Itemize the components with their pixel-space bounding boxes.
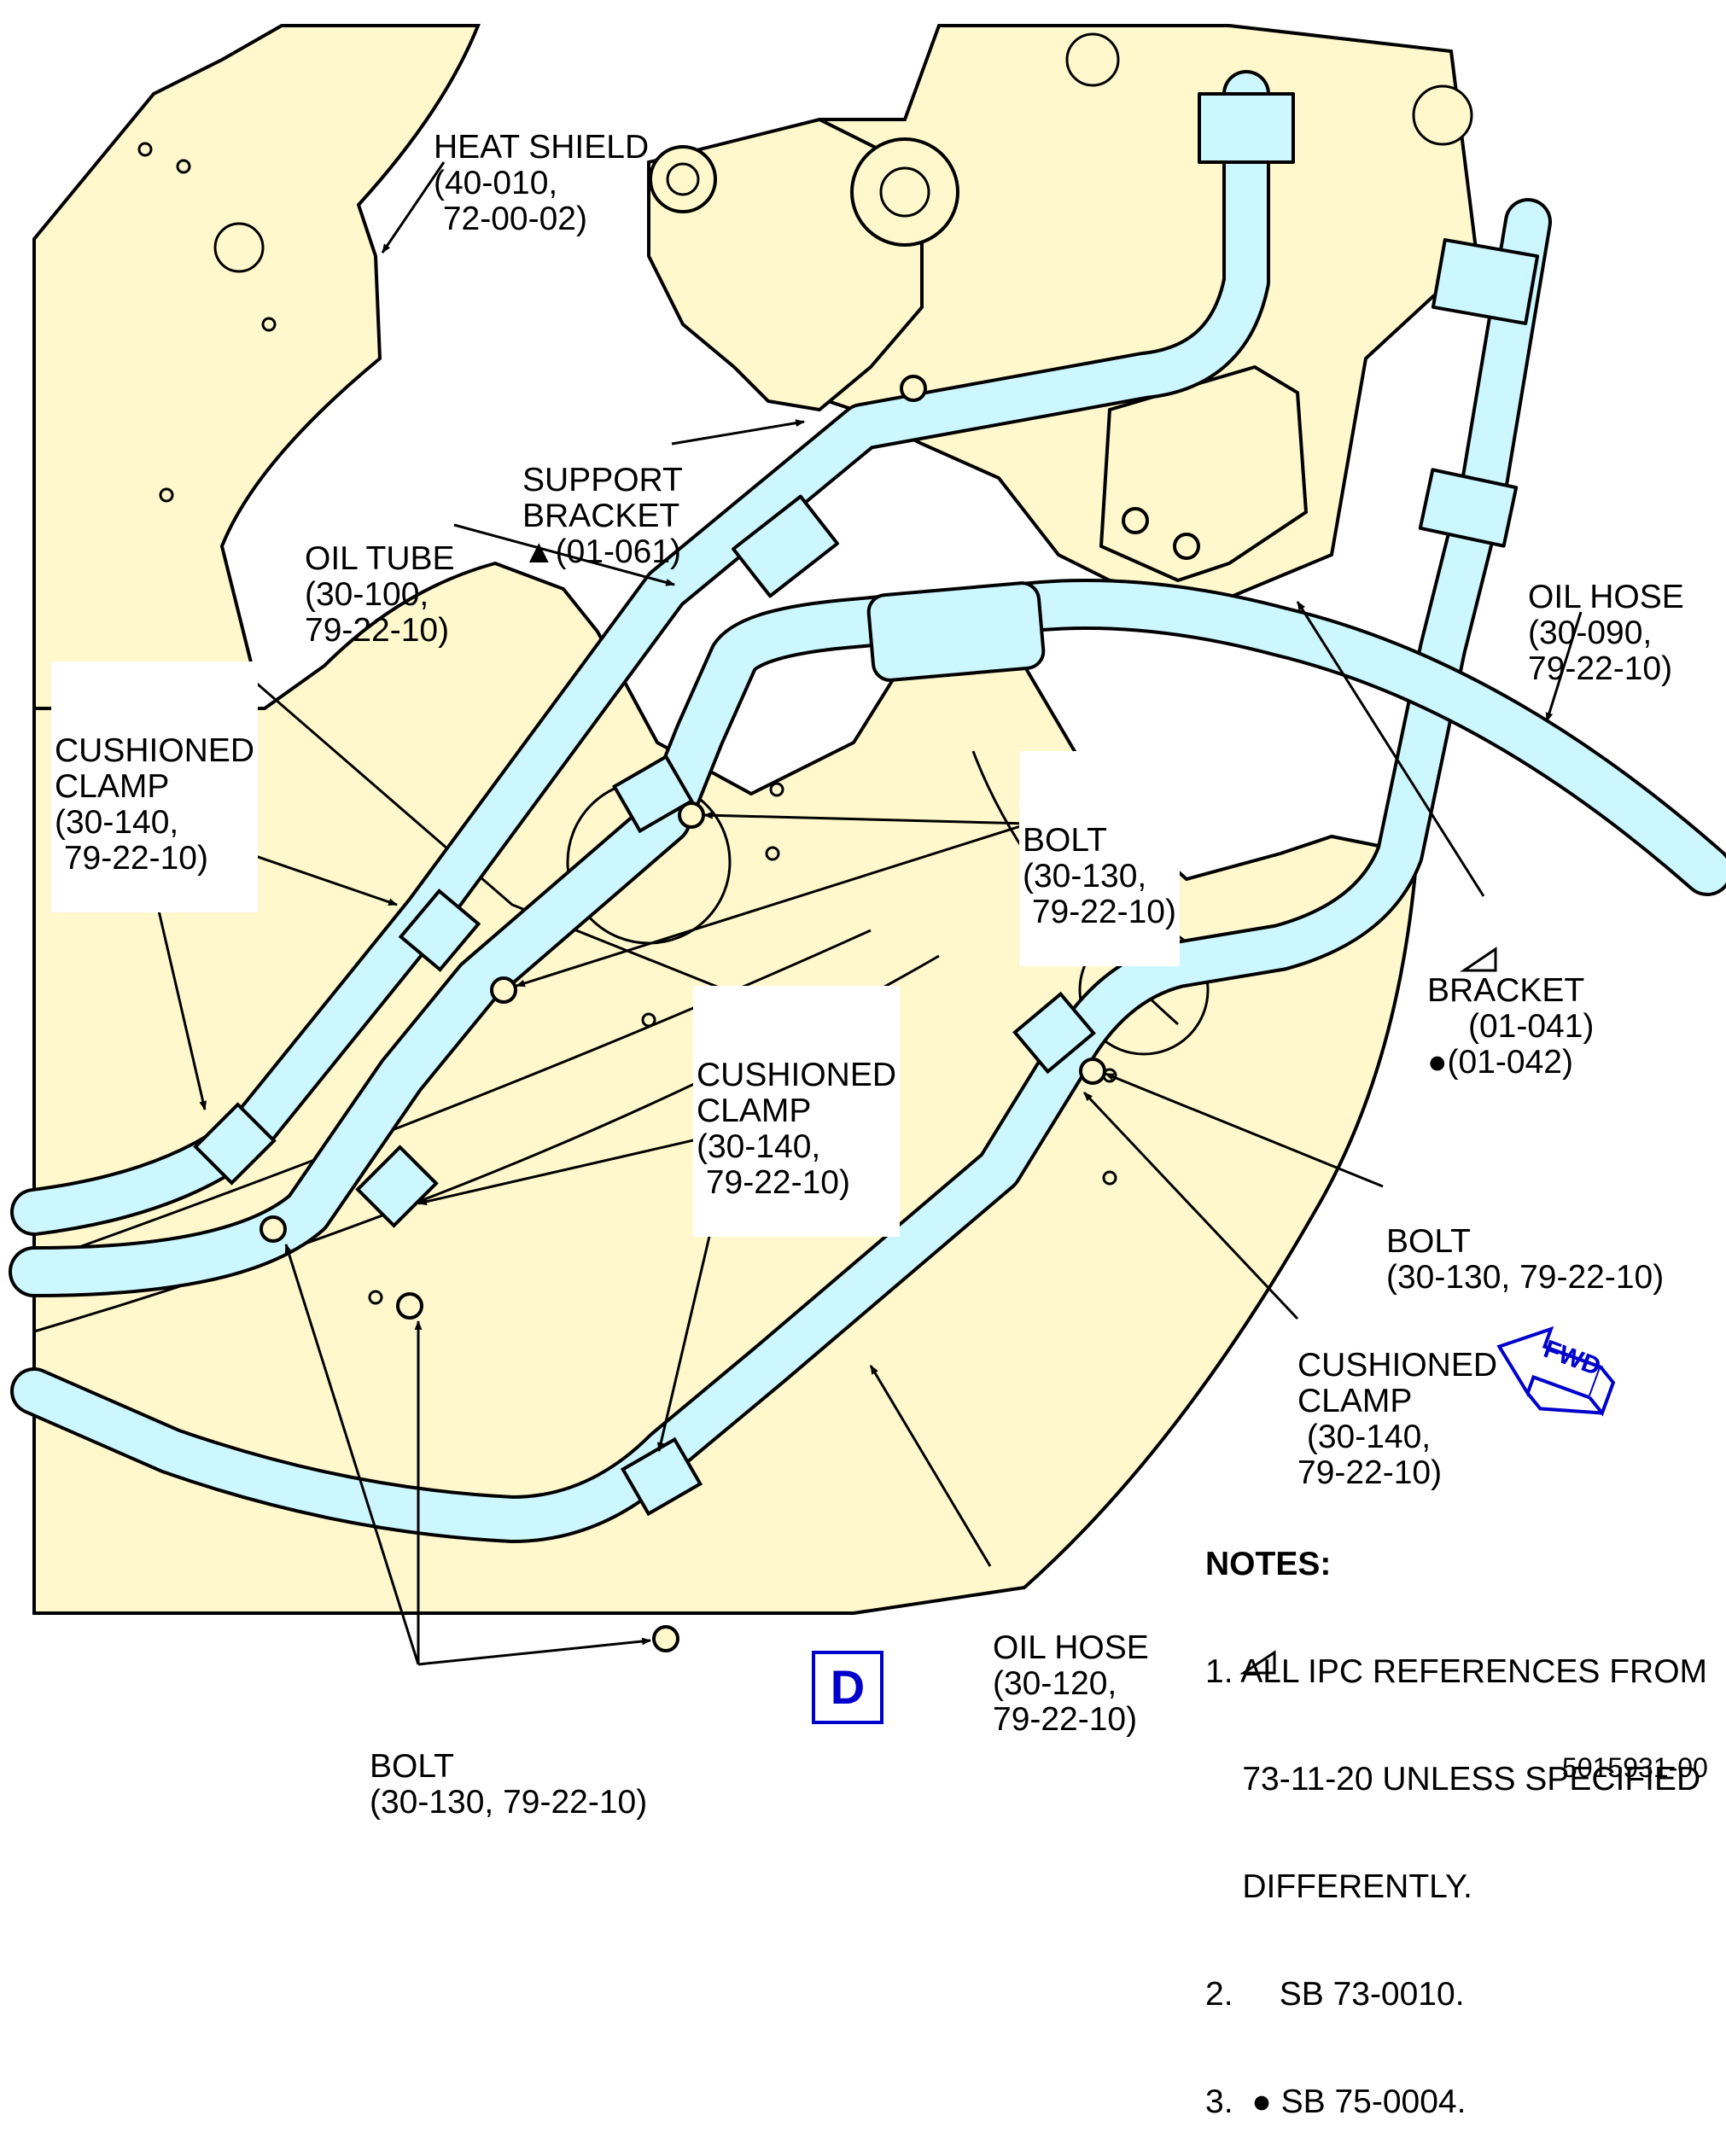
bracket-body bbox=[1099, 364, 1309, 583]
notes-title: NOTES: bbox=[1205, 1546, 1332, 1582]
leader-oil-hose-120 bbox=[869, 1365, 992, 1567]
clamp-1 bbox=[398, 889, 481, 972]
label-bolt-upper: BOLT(30-130, 79-22-10) bbox=[1019, 751, 1180, 966]
note-line: 3. ● SB 75-0004. bbox=[1205, 2083, 1467, 2120]
note-line: 2. SB 73-0010. bbox=[1205, 1976, 1465, 2013]
clamp-4 bbox=[611, 754, 695, 834]
fwd-arrow-icon bbox=[1496, 1326, 1616, 1417]
leader-bolt-upper-b bbox=[515, 822, 1029, 988]
leader-heat-shield bbox=[381, 161, 446, 253]
note-line: 1. ALL IPC REFERENCES FROM bbox=[1205, 1653, 1708, 1690]
leader-support-bracket bbox=[671, 419, 806, 446]
leader-bolt-right bbox=[1104, 1072, 1384, 1188]
leader-bolt-upper-a bbox=[703, 811, 1029, 825]
label-oil-hose-120: OIL HOSE(30-120,79-22-10) bbox=[993, 1629, 1149, 1738]
leader-clamp-mid-a bbox=[417, 1129, 735, 1206]
leader-oil-hose-090 bbox=[1545, 611, 1583, 723]
note-line: DIFFERENTLY. bbox=[1205, 1868, 1472, 1905]
leader-bolt-bottom-c bbox=[417, 1637, 652, 1666]
leader-clamp-right bbox=[1082, 1091, 1299, 1320]
clamp-6 bbox=[620, 1436, 703, 1517]
leader-bolt-bottom-a bbox=[284, 1243, 420, 1665]
label-bracket: BRACKET(01-041)●(01-042) bbox=[1427, 972, 1595, 1081]
clamp-2 bbox=[193, 1102, 277, 1186]
sb-triangle-symbol bbox=[1460, 947, 1497, 972]
clamp-3 bbox=[355, 1145, 439, 1228]
oil-hose-120 bbox=[12, 582, 1726, 1294]
view-letter-box: D bbox=[812, 1651, 883, 1724]
label-bolt-right: BOLT(30-130, 79-22-10) bbox=[1386, 1223, 1665, 1296]
clamp-5 bbox=[1012, 991, 1096, 1075]
label-oil-tube: OIL TUBE(30-100,79-22-10) bbox=[305, 540, 455, 649]
label-oil-hose-090: OIL HOSE(30-090,79-22-10) bbox=[1528, 579, 1684, 687]
document-number: 5015931-00 bbox=[1562, 1752, 1708, 1783]
sb-triangle-symbol-notes bbox=[1239, 1650, 1276, 1675]
leader-oil-tube bbox=[453, 523, 676, 586]
notes: NOTES: 1. ALL IPC REFERENCES FROM 73-11-… bbox=[1205, 1475, 1707, 2156]
leader-bracket bbox=[1296, 601, 1485, 897]
label-heat-shield: HEAT SHIELD(40-010, 72-00-02) bbox=[434, 129, 650, 237]
label-bolt-bottom: BOLT(30-130, 79-22-10) bbox=[370, 1748, 648, 1821]
